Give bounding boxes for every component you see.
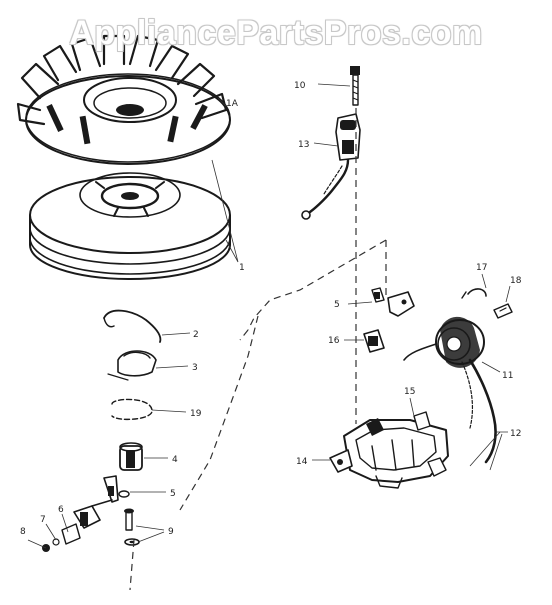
- callout-leader-2: [161, 332, 191, 336]
- callout-9: 9: [168, 527, 174, 537]
- watermark-logo: AppliancePartsPros.com: [69, 14, 483, 52]
- callout-leader-7: [45, 523, 57, 541]
- callout-2: 2: [193, 330, 199, 340]
- screw-part[interactable]: [124, 508, 140, 546]
- callout-18: 18: [510, 276, 522, 286]
- callout-15: 15: [404, 387, 415, 397]
- assembly-guide-lines: [129, 108, 387, 591]
- callout-leader-5b: [347, 301, 373, 305]
- callout-5b: 5: [334, 300, 340, 310]
- screw-18-part[interactable]: [493, 303, 513, 319]
- armature-bracket-part[interactable]: [371, 287, 415, 317]
- callout-12: 12: [510, 429, 521, 439]
- callout-16: 16: [328, 336, 340, 346]
- callout-leader-19: [151, 409, 187, 413]
- callout-6: 6: [58, 505, 64, 515]
- washer-part[interactable]: [107, 350, 157, 381]
- assembly-guide-line-lower: [179, 315, 259, 511]
- bracket-part[interactable]: [103, 475, 130, 503]
- callout-leader-8: [27, 539, 47, 549]
- sleeve-part[interactable]: [119, 442, 143, 471]
- callout-1a: 1A: [226, 99, 239, 109]
- callout-5a: 5: [170, 489, 176, 499]
- callout-13: 13: [298, 140, 309, 150]
- spring-clip-part[interactable]: [103, 309, 162, 343]
- ring-part[interactable]: [111, 398, 153, 421]
- callout-14: 14: [296, 457, 308, 467]
- ignition-coil-part[interactable]: [403, 316, 497, 464]
- callout-leader-15: [409, 397, 415, 417]
- callout-leader-6: [61, 513, 69, 533]
- callout-1: 1: [239, 263, 245, 273]
- callout-3: 3: [192, 363, 198, 373]
- flywheel-part[interactable]: [29, 172, 231, 280]
- callout-8: 8: [20, 527, 26, 537]
- callout-leader-12: [469, 431, 508, 471]
- callout-leader-9: [135, 525, 165, 543]
- callout-10: 10: [294, 81, 306, 91]
- callout-leader-18: [505, 285, 511, 303]
- callout-leader-10: [317, 83, 351, 87]
- callout-4: 4: [172, 455, 178, 465]
- clip-part[interactable]: [363, 329, 385, 353]
- callout-leader-11: [481, 361, 501, 373]
- breaker-assembly-part[interactable]: [42, 499, 113, 552]
- callout-19: 19: [190, 409, 202, 419]
- armature-part[interactable]: [329, 411, 449, 489]
- callout-leader-3: [155, 365, 189, 369]
- callout-leader-1a: [217, 97, 227, 107]
- callout-7: 7: [40, 515, 46, 525]
- spring-17-part[interactable]: [461, 288, 487, 299]
- callout-leader-1: [211, 159, 239, 263]
- screw-10-part[interactable]: [350, 66, 360, 106]
- callout-11: 11: [502, 371, 513, 381]
- flywheel-fan-part[interactable]: [16, 34, 231, 165]
- callout-leader-17: [481, 273, 487, 289]
- callout-17: 17: [476, 263, 487, 273]
- spark-plug-terminal-part[interactable]: [301, 113, 361, 220]
- callout-leader-13: [313, 142, 339, 147]
